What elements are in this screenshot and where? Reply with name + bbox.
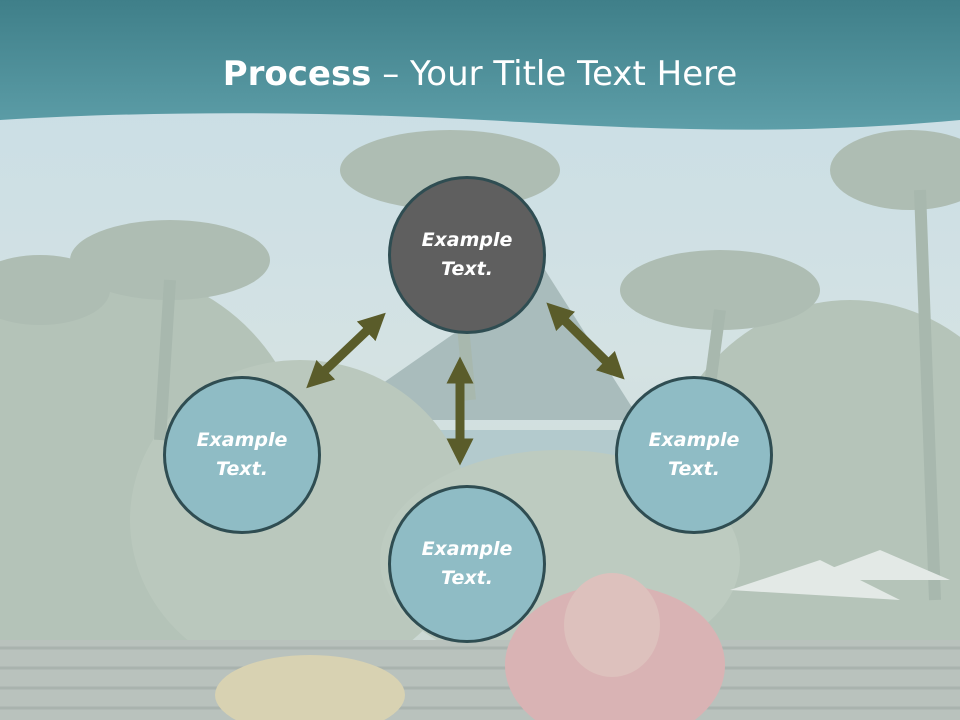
process-node-label: Example Text. bbox=[421, 538, 513, 589]
process-node-top: Example Text. bbox=[388, 176, 546, 334]
arrow-center-left bbox=[306, 312, 386, 389]
process-node-left: Example Text. bbox=[163, 376, 321, 534]
page-title: Process – Your Title Text Here bbox=[0, 52, 960, 96]
process-node-right: Example Text. bbox=[615, 376, 773, 534]
title-bold: Process bbox=[222, 54, 372, 94]
process-node-label: Example Text. bbox=[648, 429, 740, 480]
title-rest: – Your Title Text Here bbox=[371, 54, 738, 94]
process-node-label: Example Text. bbox=[196, 429, 288, 480]
process-node-label: Example Text. bbox=[421, 229, 513, 280]
process-node-bottom: Example Text. bbox=[388, 485, 546, 643]
arrow-center-right bbox=[546, 302, 625, 380]
